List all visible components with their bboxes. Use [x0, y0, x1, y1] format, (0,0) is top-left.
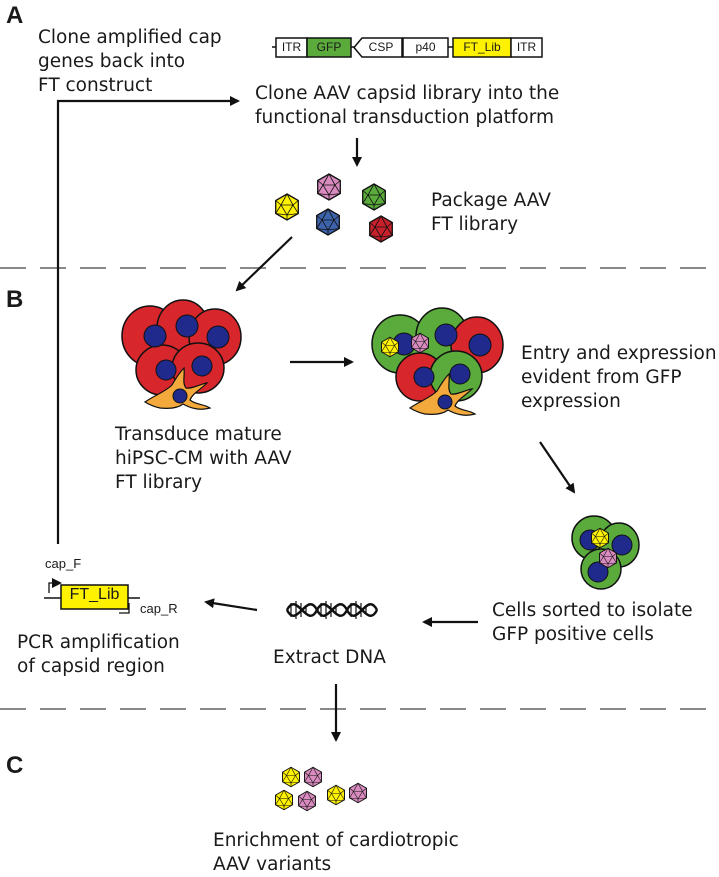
transduced-cell-cluster	[371, 307, 504, 416]
primer-reverse	[119, 603, 130, 614]
step-package: Package AAV FT library	[431, 190, 551, 235]
construct-p40-label: p40	[415, 40, 436, 54]
step-extract: Extract DNA	[273, 647, 386, 668]
arrow-package-to-transduce	[235, 236, 293, 292]
step-enrichment: Enrichment of cardiotropic AAV variants	[213, 830, 459, 875]
primer-f-label: cap_F	[45, 556, 82, 571]
panel-label-c: C	[6, 752, 24, 779]
step-clone-library: Clone AAV capsid library into the functi…	[255, 83, 560, 128]
panel-label-b: B	[6, 286, 24, 313]
step-entry: Entry and expression evident from GFP ex…	[521, 343, 717, 412]
panel-label-a: A	[6, 2, 24, 29]
dna-helix-icon	[285, 601, 379, 619]
construct-itr-right	[510, 37, 543, 58]
construct-itr-left-label: ITR	[281, 40, 302, 54]
sorted-gfp-cells	[571, 515, 640, 590]
step-clone-back: Clone amplified cap genes back into FT c…	[38, 27, 222, 96]
pcr-ft-lib-box	[60, 584, 129, 610]
pcr-amplicon-diagram	[44, 578, 140, 614]
construct-csp-label: CSP	[368, 40, 394, 54]
primer-r-label: cap_R	[140, 601, 178, 616]
construct-itr-right-label: ITR	[516, 40, 537, 54]
pcr-ft-lib-label: FT_Lib	[69, 586, 120, 603]
primer-forward	[48, 578, 62, 593]
construct-gfp-label: GFP	[316, 40, 342, 54]
capsid-blue	[316, 208, 340, 236]
capsid-yellow	[275, 193, 299, 221]
construct-ft-lib-label: FT_Lib	[463, 40, 501, 54]
capsid-library-cluster	[275, 173, 393, 243]
hipsc-cm-cluster	[121, 299, 242, 410]
construct-csp	[353, 37, 403, 58]
step-pcr: PCR amplification of capsid region	[17, 632, 180, 677]
step-sorted: Cells sorted to isolate GFP positive cel…	[492, 600, 693, 645]
fibroblast	[143, 366, 212, 410]
ft-construct-diagram	[272, 37, 543, 58]
loop-back-arrow	[56, 96, 240, 544]
capsid-green	[362, 183, 386, 211]
enriched-capsids	[275, 766, 367, 812]
fibroblast-transduced	[408, 372, 477, 416]
capsid-pink	[317, 173, 341, 201]
arrow-extract-to-pcr	[204, 598, 258, 612]
step-transduce: Transduce mature hiPSC-CM with AAV FT li…	[115, 424, 292, 493]
construct-gfp	[306, 37, 352, 58]
arrow-entry-to-sorted	[539, 441, 576, 494]
construct-p40	[402, 37, 449, 58]
capsid-red	[369, 215, 393, 243]
